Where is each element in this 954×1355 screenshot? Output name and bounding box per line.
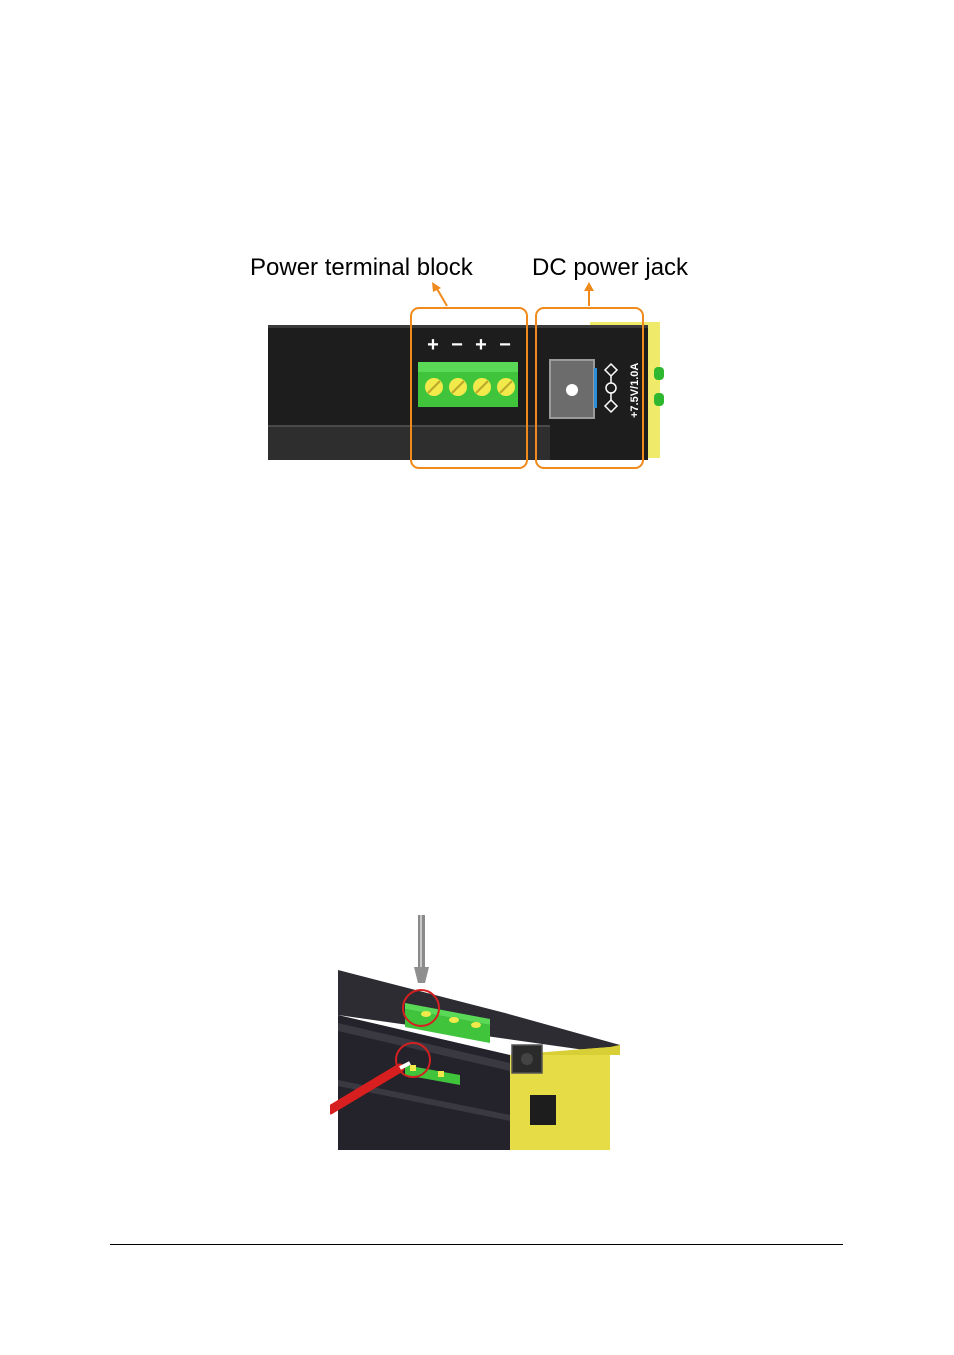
terminal-sign: +	[475, 334, 487, 356]
terminal-sign: +	[427, 334, 439, 356]
lower-rail	[268, 425, 550, 460]
screwdriver-icon	[414, 915, 429, 983]
power-panel-figure: + − + − +7.5V/1.0A	[260, 300, 680, 480]
jack-rating: +7.5V/1.0A	[629, 363, 641, 418]
led-bottom	[654, 393, 664, 406]
wiring-figure	[330, 915, 620, 1150]
terminal-sign: −	[451, 334, 463, 356]
terminal-sign: −	[499, 334, 511, 356]
footer-rule	[110, 1244, 843, 1245]
led-top	[654, 367, 664, 380]
callout-arrows	[0, 0, 954, 320]
